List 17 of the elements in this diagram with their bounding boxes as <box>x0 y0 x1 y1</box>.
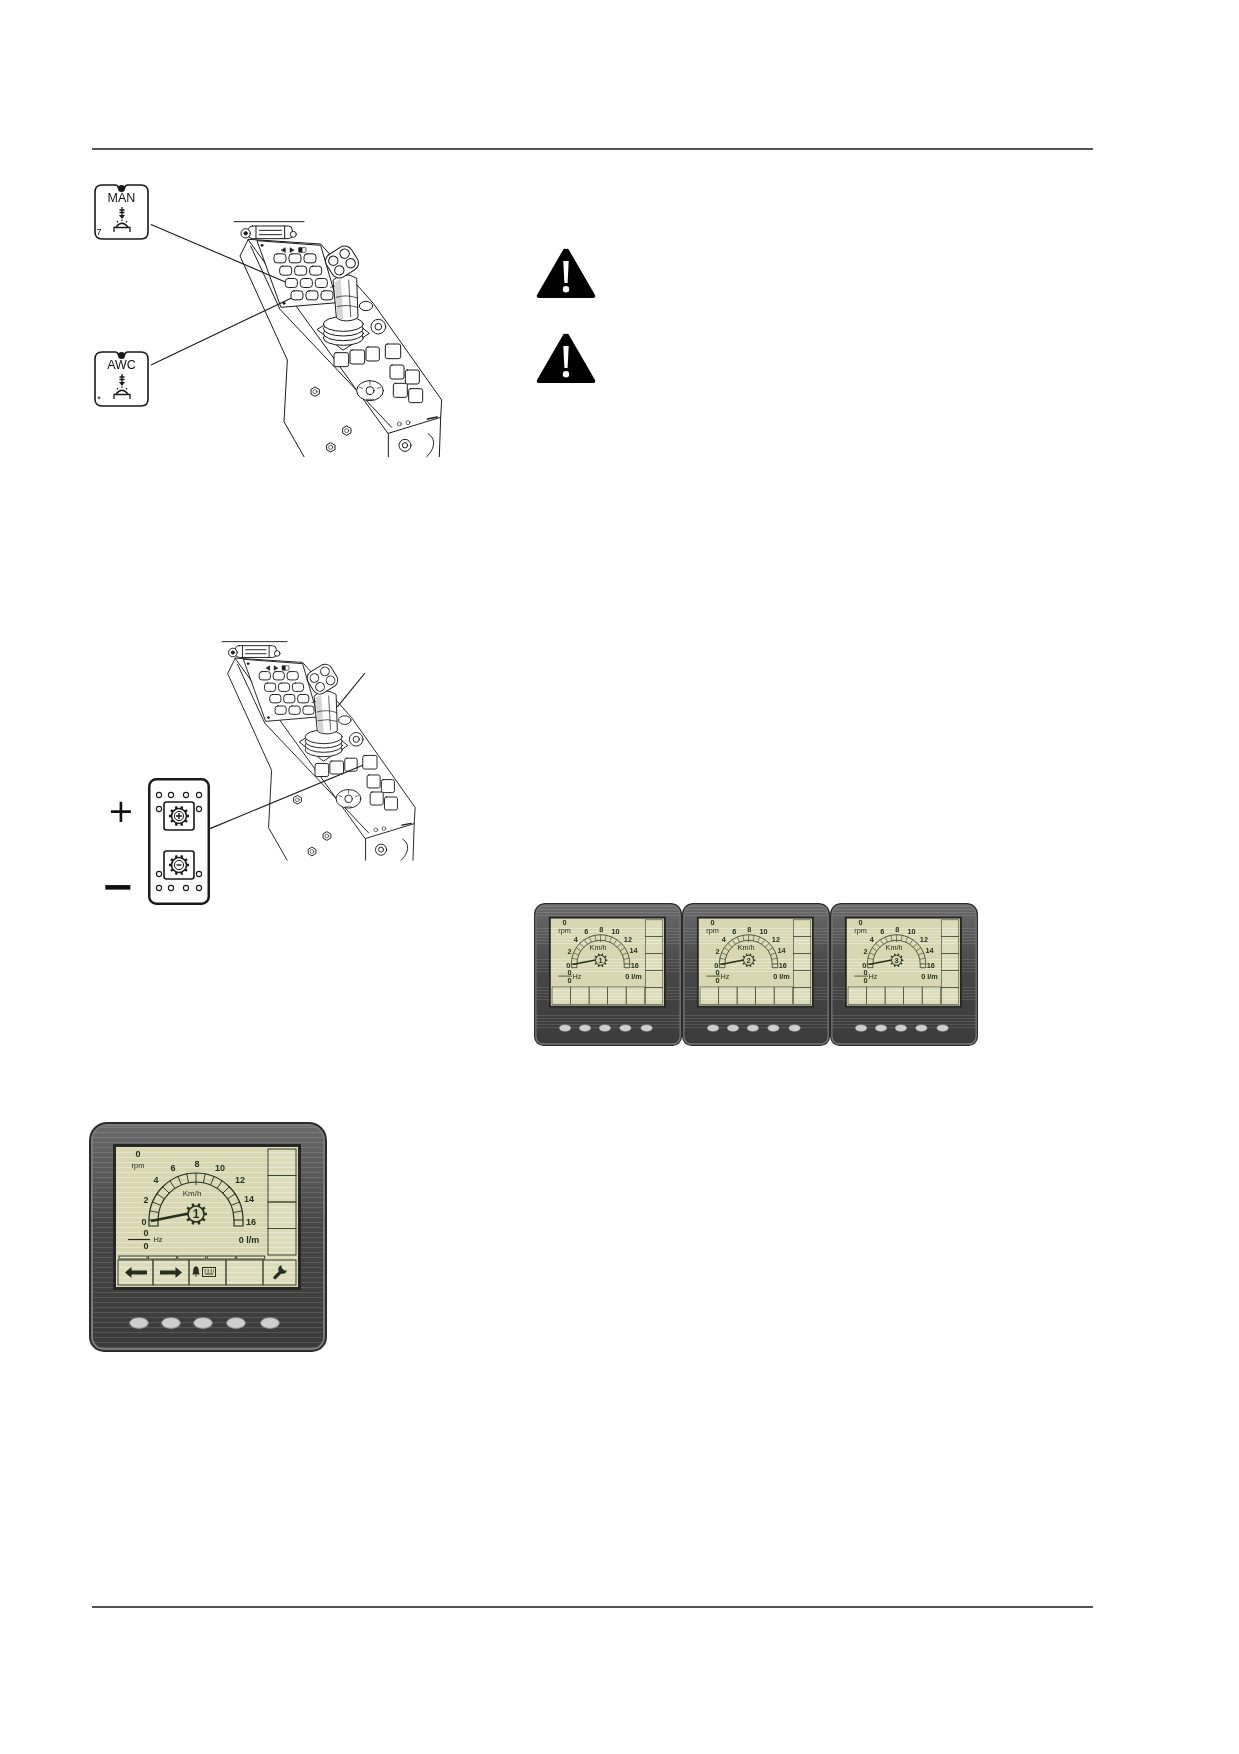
scale-number: 2 <box>143 1195 149 1205</box>
scale-number: 0 <box>141 1217 147 1227</box>
frequency-value: 0 <box>143 1241 149 1251</box>
minus-sign: − <box>101 866 135 906</box>
scale-number: 8 <box>194 1159 200 1169</box>
plus-sign: + <box>107 795 135 827</box>
frequency-value: 0 <box>143 1228 149 1238</box>
scale-number: 10 <box>215 1163 225 1173</box>
scale-number: 14 <box>244 1194 254 1204</box>
scale-number: 16 <box>246 1217 256 1227</box>
corner-mark: 7 <box>96 227 102 237</box>
corner-mark: * <box>97 394 101 404</box>
key-label: AWC <box>107 358 136 372</box>
rpm-value: 0 <box>135 1149 141 1159</box>
key-label: MAN <box>107 191 136 205</box>
scale-number: 6 <box>170 1163 176 1173</box>
flow-value: 0 l/m <box>238 1235 260 1245</box>
